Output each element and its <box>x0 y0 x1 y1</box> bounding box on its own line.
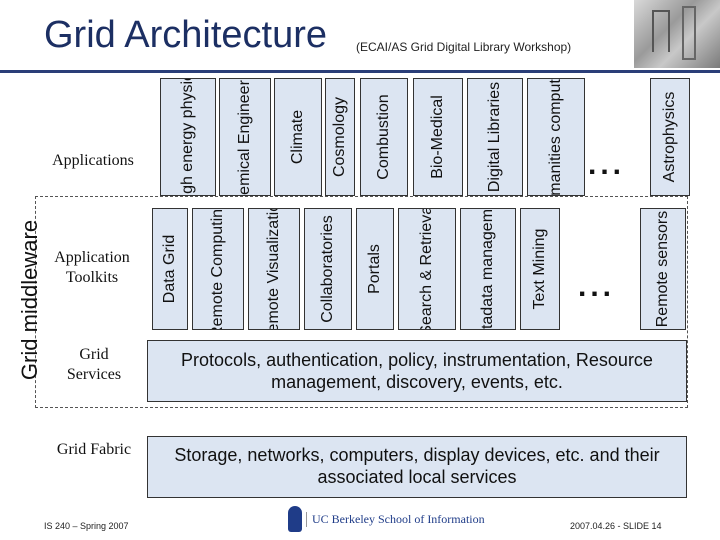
toolkit-search-retrieval: Search & Retrieval <box>398 208 456 330</box>
app-high-energy-physics: High energy physics <box>160 78 216 196</box>
toolkit-portals: Portals <box>356 208 394 330</box>
toolkit-remote-computing: Remote Computing <box>192 208 244 330</box>
applications-ellipsis: ... <box>588 148 626 181</box>
middleware-label: Grid middleware <box>0 200 60 400</box>
grid-fabric-box: Storage, networks, computers, display de… <box>147 436 687 498</box>
services-layer-label: Grid Services <box>66 346 122 383</box>
slide-subtitle: (ECAI/AS Grid Digital Library Workshop) <box>356 40 572 54</box>
app-humanities-computing: Humanities computing <box>527 78 585 196</box>
grid-services-box: Protocols, authentication, policy, instr… <box>147 340 687 402</box>
footer-slide-number: 2007.04.26 - SLIDE 14 <box>570 521 662 531</box>
toolkit-data-grid: Data Grid <box>152 208 188 330</box>
app-bio-medical: Bio-Medical <box>413 78 463 196</box>
app-cosmology: Cosmology <box>325 78 355 196</box>
toolkit-remote-sensors: Remote sensors <box>640 208 686 330</box>
fabric-layer-label: Grid Fabric <box>56 441 132 458</box>
campus-photo <box>634 0 720 68</box>
toolkit-remote-visualization: Remote Visualization <box>248 208 300 330</box>
app-climate: Climate <box>274 78 322 196</box>
applications-layer-label: Applications <box>52 152 134 169</box>
toolkit-metadata-management: Metadata management <box>460 208 516 330</box>
middleware-text: Grid middleware <box>17 219 42 381</box>
title-divider <box>0 70 720 73</box>
slide-title: Grid Architecture <box>44 14 327 56</box>
toolkit-collaboratories: Collaboratories <box>304 208 352 330</box>
footer-course: IS 240 – Spring 2007 <box>44 521 129 531</box>
toolkits-ellipsis: ... <box>578 270 616 303</box>
logo-mark-icon <box>288 506 302 532</box>
toolkits-layer-label: Application Toolkits <box>54 249 130 286</box>
school-logo: UC Berkeley School of Information <box>288 506 485 532</box>
app-digital-libraries: Digital Libraries <box>467 78 523 196</box>
middleware-boundary <box>35 196 688 408</box>
app-chemical-engineering: Chemical Engineering <box>219 78 271 196</box>
toolkit-text-mining: Text Mining <box>520 208 560 330</box>
app-astrophysics: Astrophysics <box>650 78 690 196</box>
app-combustion: Combustion <box>360 78 408 196</box>
logo-text: UC Berkeley School of Information <box>306 511 485 527</box>
